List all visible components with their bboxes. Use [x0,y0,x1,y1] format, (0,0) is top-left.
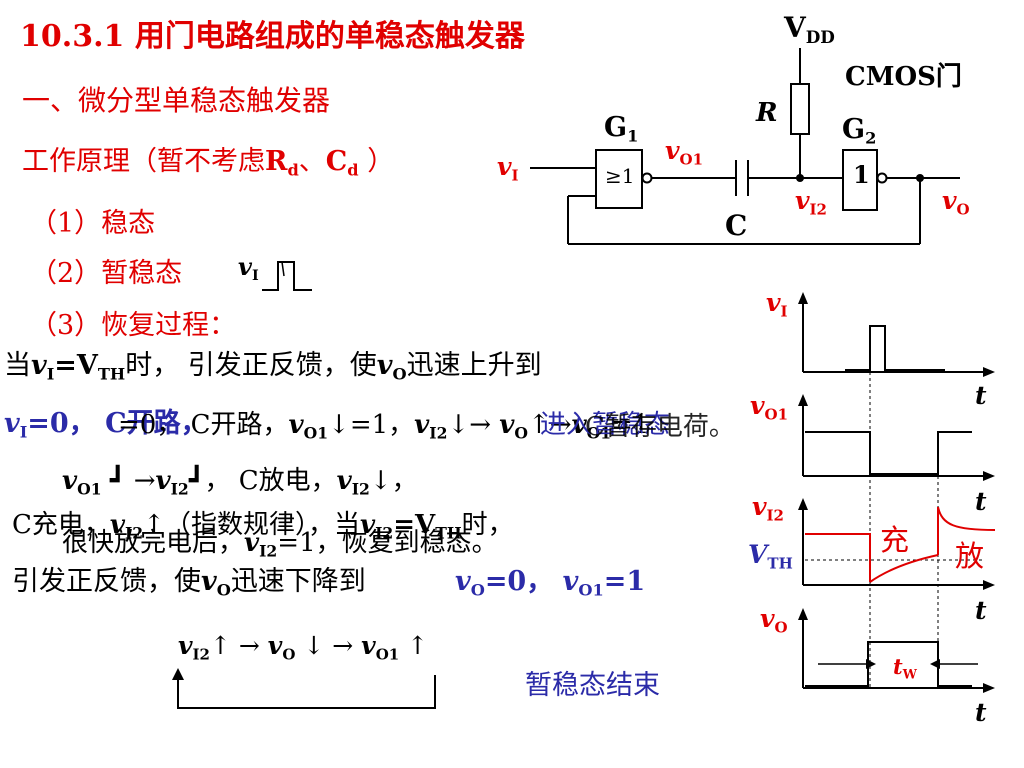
state-line: =0， C开路，vO1↓=1，vI2↓→ vO↑→vO1=1 [118,410,650,443]
vi2-symbol-4: vI2 [336,466,370,499]
resistor-label: R [756,98,778,128]
capacitor-label: C [725,209,748,242]
vo1-symbol-2: vO1 [571,410,612,443]
cd-symbol: Cd [325,146,359,180]
g1-label: G1 [604,112,639,146]
step-2: （2）暂稳态 [30,258,183,289]
cap-store-charge: C暂存电荷。 [585,412,735,442]
principle-prefix: 工作原理（暂不考虑 [22,146,265,177]
g1-symbol: ≥1 [605,164,635,188]
wave-tw-label: tW [893,654,917,682]
wave-vo-label: vO [760,604,788,637]
circuit-vo1-label: vO1 [665,136,704,169]
wave-charge-label: 充 [880,523,910,557]
vi2-symbol-3: vI2 [155,466,189,499]
step2-vi-label: vI [238,252,259,285]
wave-t-2: t [975,487,987,516]
fall-line: 引发正反馈，使vO迅速下降到 [12,566,366,600]
g2-label: G2 [842,114,877,148]
vi2-symbol: vI2 [414,410,448,443]
vo-symbol-2: vO [499,410,528,443]
feedback-equation: vI2↑ → vO ↓ → vO1 ↑ [178,631,429,664]
rd-symbol: Rd [265,146,299,180]
charge-line: C充电，vI2↑（指数规律），当vI2=VTH时， [12,510,514,543]
vo1-low-symbol: vI [4,408,28,442]
wave-discharge-label: 放 [955,539,985,573]
principle-suffix: ） [358,146,395,177]
step-3: （3）恢复过程： [30,310,237,341]
g2-symbol: 1 [853,160,870,189]
fall-values: vO=0， vO1=1 [455,566,646,600]
principle-sep: 、 [298,146,326,177]
discharge-line: vO1 ┛ →vI2┛， C放电，vI2↓， [62,466,418,499]
recover-line: 很快放完电后，vI2=1，恢复到稳态。 [62,528,498,561]
wave-t-3: t [975,596,987,625]
slide-subtitle: 一、微分型单稳态触发器 [22,84,331,117]
wave-t-4: t [975,698,987,727]
wave-vi-label: vI [766,288,788,321]
slide-title: 10.3.1 用门电路组成的单稳态触发器 [20,19,525,54]
principle-line: 工作原理（暂不考虑Rd、Cd ） [22,148,394,179]
vo-symbol: vO [376,350,407,384]
state-line-overlay: vI=0， C开路， [4,408,208,442]
wave-vo1-label: vO1 [750,391,789,424]
enter-temp-state: 进入暂稳态 [540,410,671,440]
trigger-line: 当vI=VTH时， 引发正反馈，使vO迅速上升到 [4,350,542,384]
wave-vi2-label: vI2 [752,492,784,525]
circuit-vi2-label: vI2 [795,186,827,219]
vo1-symbol: vO1 [288,410,329,443]
wave-vth-label: VTH [748,540,793,573]
vo1-symbol-3: vO1 [62,466,102,499]
temp-state-end: 暂稳态结束 [525,670,660,701]
step-1: （1）稳态 [30,208,156,239]
vdd-label: VDD [784,11,835,47]
vi-symbol: vI [31,350,55,384]
cmos-gate-label: CMOS门 [845,62,962,92]
wave-t-1: t [975,381,987,410]
circuit-vo-label: vO [942,186,970,219]
circuit-vi-label: vI [497,152,519,185]
